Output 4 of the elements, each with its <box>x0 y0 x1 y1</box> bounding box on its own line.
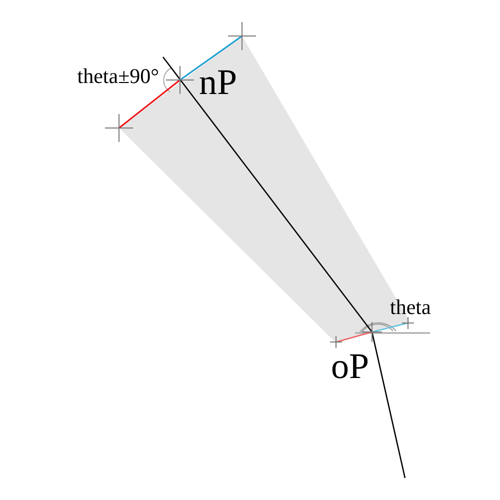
point-label: nP <box>199 64 238 100</box>
point-label: theta±90° <box>77 66 159 87</box>
point-label: theta <box>390 297 431 318</box>
point-label: oP <box>331 348 370 384</box>
